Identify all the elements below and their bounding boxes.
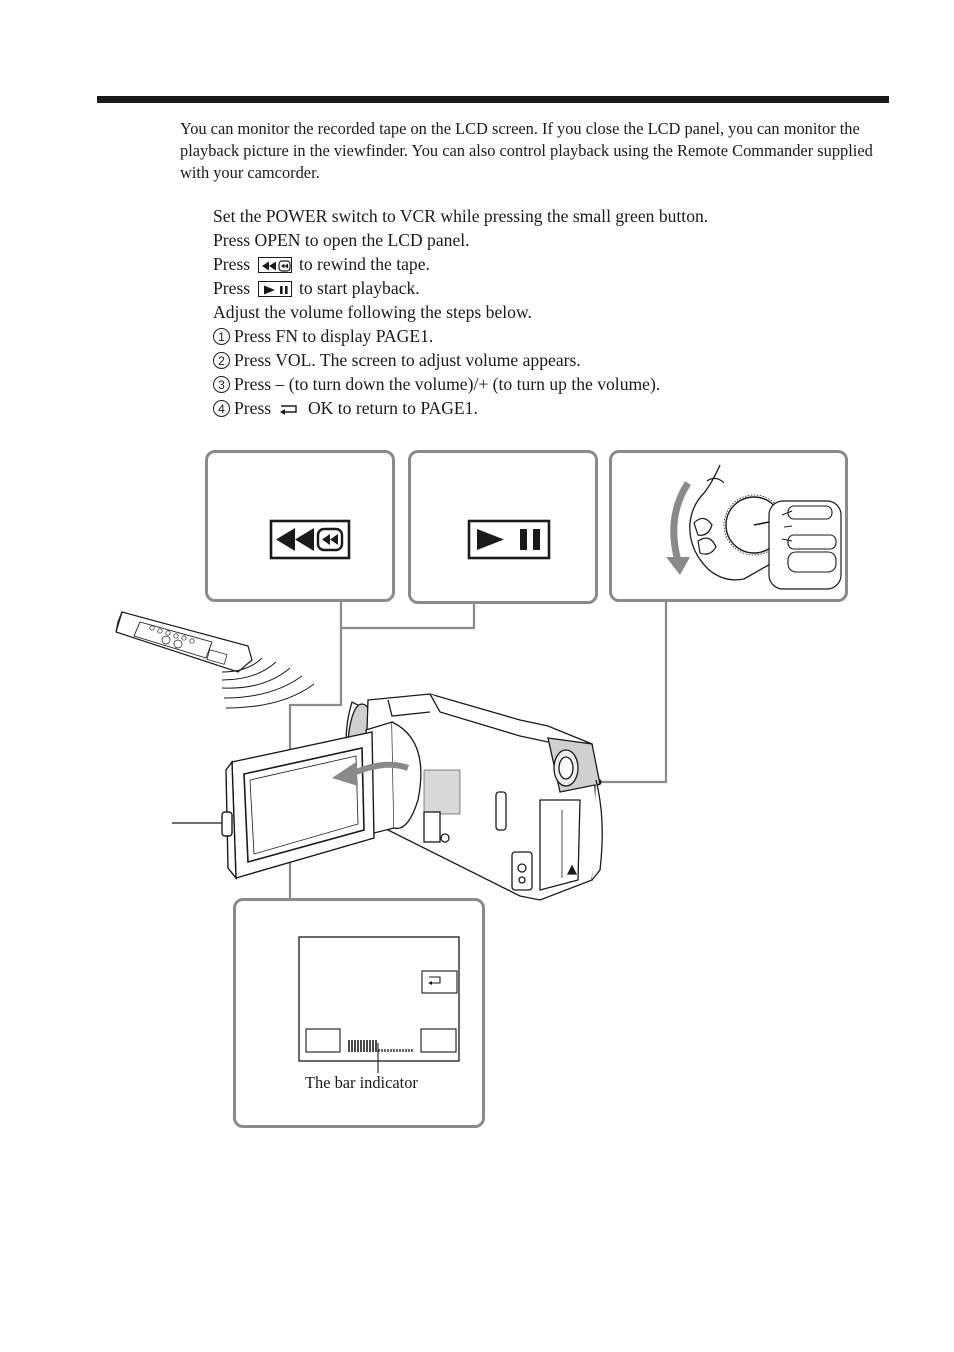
- lcd-screen-mockup: [298, 936, 460, 1073]
- play-pause-button-icon: [257, 281, 292, 297]
- camcorder: [345, 693, 603, 901]
- bar-indicator-label: The bar indicator: [305, 1073, 418, 1092]
- intro-paragraph: You can monitor the recorded tape on the…: [180, 119, 873, 182]
- step-5: Adjust the volume following the steps be…: [213, 302, 532, 322]
- steps-list: Set the POWER switch to VCR while pressi…: [213, 204, 893, 420]
- step-1: Set the POWER switch to VCR while pressi…: [213, 206, 709, 226]
- play-pause-button-icon: [467, 519, 551, 560]
- step-2: Press OPEN to open the LCD panel.: [213, 230, 470, 250]
- volume-bar-indicator: [348, 1040, 413, 1052]
- remote-commander: [115, 611, 315, 709]
- step-4: Press to start playback.: [213, 278, 420, 298]
- rewind-button-icon: [257, 257, 292, 273]
- play-pause-callout: [408, 450, 598, 604]
- circled-number: 1: [213, 328, 230, 345]
- circled-number: 3: [213, 376, 230, 393]
- lcd-panel: [221, 731, 375, 881]
- power-switch-illustration: [666, 464, 842, 590]
- return-arrow-icon: [278, 398, 300, 422]
- rewind-callout: [205, 450, 395, 602]
- circled-number: 4: [213, 400, 230, 417]
- section-rule: [97, 96, 889, 103]
- circled-number: 2: [213, 352, 230, 369]
- rewind-button-icon: [269, 519, 351, 560]
- power-switch-callout: [609, 450, 848, 602]
- lcd-volume-callout: [233, 898, 485, 1128]
- step-3: Press to rewind the tape.: [213, 254, 430, 274]
